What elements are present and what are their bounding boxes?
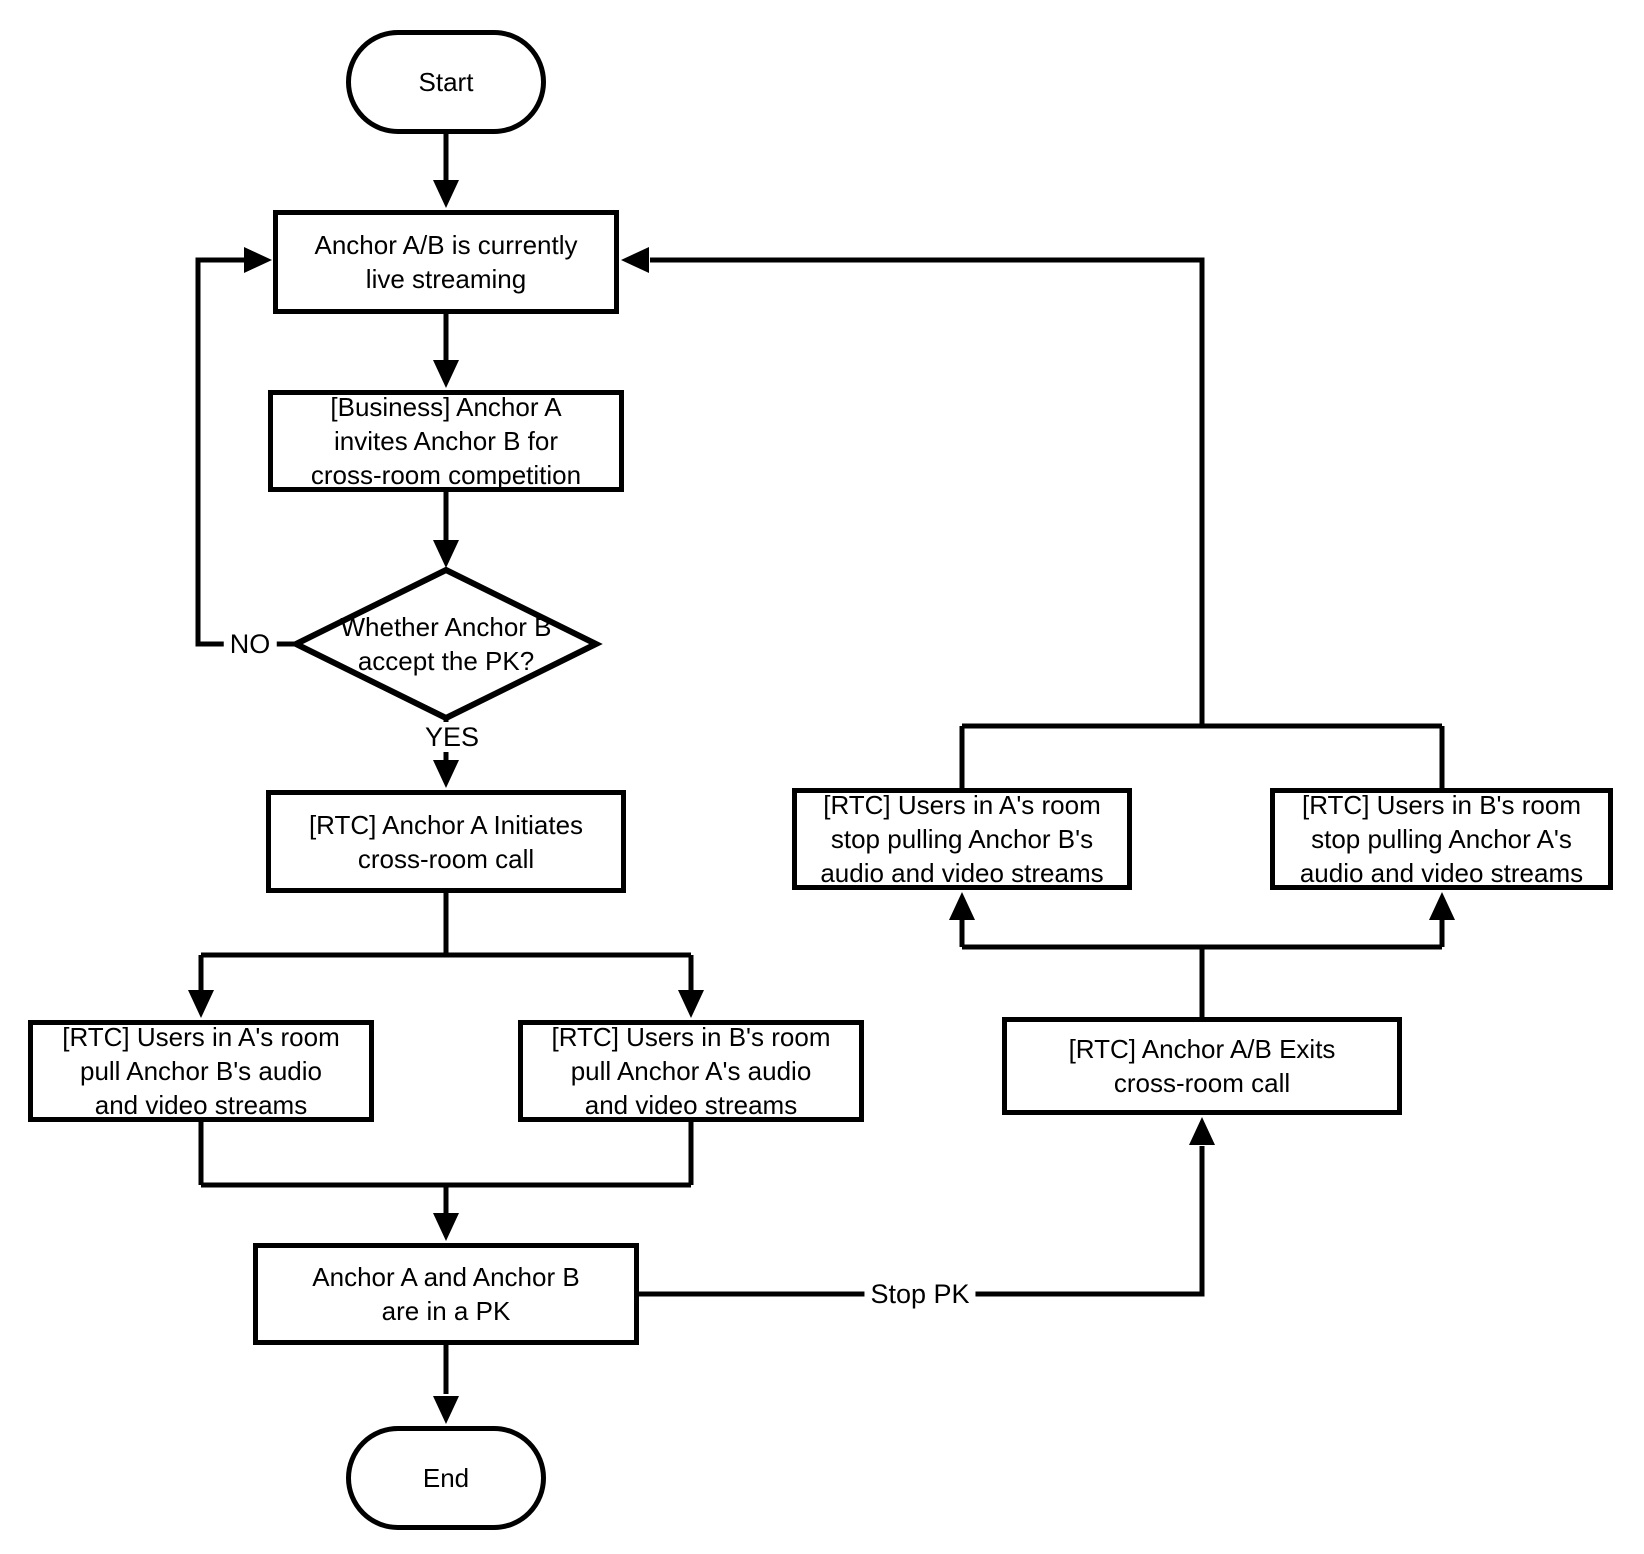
live-streaming-label: Anchor A/B is currently live streaming [314, 230, 578, 294]
edge-exit-split [949, 892, 1455, 1017]
users-b-stop-process: [RTC] Users in B's room stop pulling Anc… [1270, 788, 1613, 890]
initiate-call-process: [RTC] Anchor A Initiates cross-room call [266, 790, 626, 893]
edge-start-to-live [433, 134, 459, 208]
decision-diamond-shape [289, 566, 603, 722]
users-a-stop-process: [RTC] Users in A's room stop pulling Anc… [792, 788, 1132, 890]
exit-call-label: [RTC] Anchor A/B Exits cross-room call [1068, 1034, 1336, 1098]
end-terminator: End [346, 1426, 546, 1530]
arrowhead-right-icon [244, 247, 272, 273]
arrowhead-down-icon [433, 760, 459, 788]
arrowhead-down-icon [678, 990, 704, 1018]
users-a-pull-process: [RTC] Users in A's room pull Anchor B's … [28, 1020, 374, 1122]
edge-live-to-invite [433, 314, 459, 388]
users-b-stop-label: [RTC] Users in B's room stop pulling Anc… [1299, 790, 1584, 888]
exit-call-process: [RTC] Anchor A/B Exits cross-room call [1002, 1017, 1402, 1115]
start-label: Start [418, 67, 474, 97]
users-a-stop-label: [RTC] Users in A's room stop pulling Anc… [820, 790, 1104, 888]
users-b-pull-label: [RTC] Users in B's room pull Anchor A's … [551, 1022, 831, 1120]
arrowhead-down-icon [433, 1213, 459, 1241]
users-a-pull-label: [RTC] Users in A's room pull Anchor B's … [62, 1022, 340, 1120]
invite-process: [Business] Anchor A invites Anchor B for… [268, 390, 624, 492]
stop-pk-edge-label: Stop PK [864, 1279, 976, 1309]
arrowhead-down-icon [433, 360, 459, 388]
arrowhead-down-icon [433, 540, 459, 568]
arrowhead-down-icon [433, 180, 459, 208]
arrowhead-up-icon [949, 892, 975, 920]
users-b-pull-process: [RTC] Users in B's room pull Anchor A's … [518, 1020, 864, 1122]
edge-stop-pk [639, 1117, 1215, 1297]
end-label: End [422, 1463, 470, 1493]
initiate-call-label: [RTC] Anchor A Initiates cross-room call [308, 809, 584, 874]
in-pk-process: Anchor A and Anchor B are in a PK [253, 1243, 639, 1345]
live-streaming-process: Anchor A/B is currently live streaming [273, 210, 619, 314]
edge-pull-merge-to-pk [198, 1122, 694, 1241]
accept-pk-decision: Whether Anchor B accept the PK? [306, 594, 586, 694]
yes-edge-label: YES [418, 722, 486, 752]
edge-pk-to-end [433, 1345, 459, 1424]
arrowhead-up-icon [1429, 892, 1455, 920]
edge-feedback-to-live [621, 247, 1445, 788]
arrowhead-down-icon [188, 990, 214, 1018]
in-pk-label: Anchor A and Anchor B are in a PK [312, 1262, 580, 1326]
invite-label: [Business] Anchor A invites Anchor B for… [310, 392, 582, 490]
arrowhead-left-icon [621, 247, 649, 273]
edge-invite-to-decision [433, 492, 459, 568]
arrowhead-down-icon [433, 1396, 459, 1424]
arrowhead-up-icon [1189, 1117, 1215, 1145]
no-edge-label: NO [223, 629, 277, 659]
start-terminator: Start [346, 30, 546, 134]
edge-initiate-split [188, 893, 704, 1018]
accept-pk-decision-label: Whether Anchor B accept the PK? [340, 612, 552, 676]
